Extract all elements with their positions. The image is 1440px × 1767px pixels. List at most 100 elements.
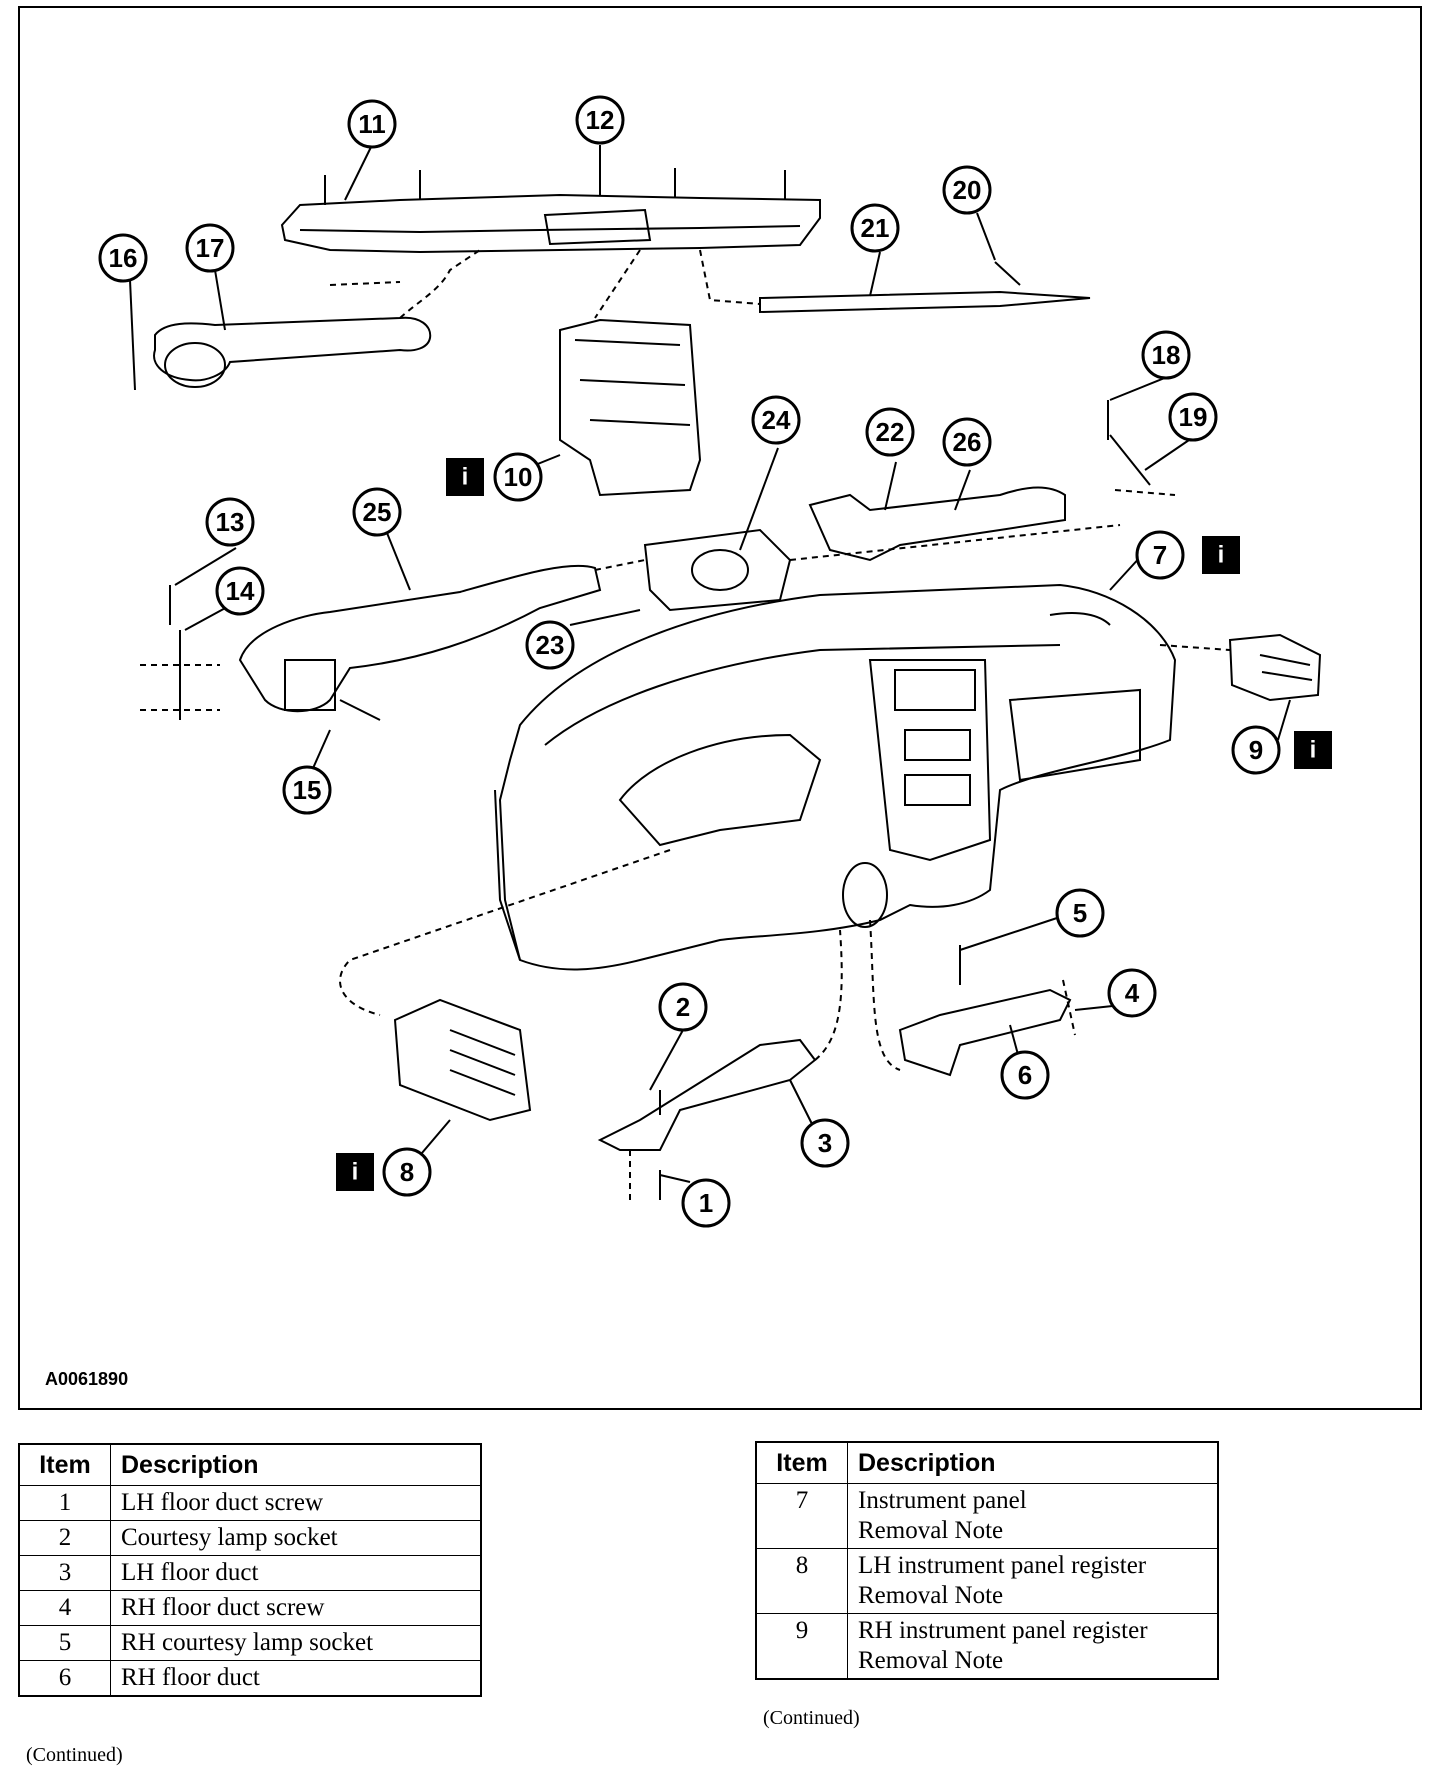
- callout-13-circle: [205, 497, 255, 547]
- continued-note-right: (Continued): [763, 1707, 860, 1729]
- callout-14-label: 14: [226, 576, 255, 606]
- callout-9-circle: [1231, 725, 1281, 775]
- info-icon-8-glyph: i: [352, 1159, 359, 1186]
- table-row: 8 LH instrument panel register Removal N…: [755, 1548, 1219, 1614]
- legend-table-right: Item Description 7 Instrument panel Remo…: [755, 1441, 1219, 1680]
- callout-3-label: 3: [818, 1128, 832, 1158]
- callout-23-label: 23: [536, 630, 565, 660]
- callout-7-label: 7: [1153, 540, 1167, 570]
- header-item: Item: [755, 1441, 848, 1484]
- callout-4-label: 4: [1125, 978, 1140, 1008]
- info-icon-10: [446, 458, 484, 496]
- callout-8-label: 8: [400, 1157, 414, 1187]
- callout-19-label: 19: [1179, 402, 1208, 432]
- callout-10-circle: [493, 452, 543, 502]
- callout-10-label: 10: [504, 462, 533, 492]
- table-row: 9 RH instrument panel register Removal N…: [755, 1613, 1219, 1680]
- removal-note-link[interactable]: Removal Note: [858, 1647, 1004, 1674]
- description-text: LH instrument panel register: [858, 1552, 1147, 1579]
- callout-25-circle: [352, 487, 402, 537]
- center-register-duct-shape: [643, 528, 792, 612]
- lh-register-shape: [393, 998, 532, 1122]
- figure-reference: A0061890: [45, 1369, 128, 1389]
- exploded-view-diagram: [18, 6, 1422, 1410]
- header-item: Item: [18, 1443, 111, 1486]
- description-text: Instrument panel: [858, 1487, 1027, 1514]
- callout-1-label: 1: [699, 1188, 713, 1218]
- cell-item: 4: [18, 1590, 111, 1626]
- callout-12-label: 12: [586, 105, 615, 135]
- cell-description: RH floor duct screw: [110, 1590, 482, 1626]
- callout-8-circle: [382, 1147, 432, 1197]
- callout-11-circle: [347, 99, 397, 149]
- callout-16-label: 16: [109, 243, 138, 273]
- cell-description: Courtesy lamp socket: [110, 1520, 482, 1556]
- callout-12-circle: [575, 95, 625, 145]
- cell-item: 9: [755, 1613, 848, 1680]
- callout-24-circle: [751, 395, 801, 445]
- callout-7-circle: [1135, 530, 1185, 580]
- rh-register-shape: [1228, 633, 1322, 702]
- diagram-drawing: 1 2 3 4 5 6 7 8 9 10 11 12 13 14 15 16 1…: [45, 95, 1332, 1389]
- callout-21-circle: [850, 203, 900, 253]
- callout-15-circle: [282, 765, 332, 815]
- callout-18-label: 18: [1152, 340, 1181, 370]
- callout-17-label: 17: [196, 233, 225, 263]
- callout-13-label: 13: [216, 507, 245, 537]
- cell-item: 6: [18, 1660, 111, 1697]
- info-icon-10-glyph: i: [462, 464, 469, 491]
- callout-6-label: 6: [1018, 1060, 1032, 1090]
- callout-19-circle: [1168, 392, 1218, 442]
- info-icon-8: [336, 1153, 374, 1191]
- cell-item: 7: [755, 1483, 848, 1549]
- instrument-panel-shape: [498, 583, 1177, 971]
- callout-15-label: 15: [293, 775, 322, 805]
- cell-description: RH courtesy lamp socket: [110, 1625, 482, 1661]
- cell-description: LH floor duct screw: [110, 1485, 482, 1521]
- callout-26-label: 26: [953, 427, 982, 457]
- callout-5-label: 5: [1073, 898, 1087, 928]
- info-icon-9: [1294, 731, 1332, 769]
- removal-note-link[interactable]: Removal Note: [858, 1582, 1004, 1609]
- info-icon-9-glyph: i: [1310, 737, 1317, 764]
- callout-26-circle: [942, 417, 992, 467]
- cell-item: 5: [18, 1625, 111, 1661]
- callout-11-label: 11: [358, 109, 386, 139]
- info-icon-7: [1202, 536, 1240, 574]
- callout-22-label: 22: [876, 417, 905, 447]
- cell-description: LH instrument panel register Removal Not…: [847, 1548, 1219, 1614]
- cell-item: 3: [18, 1555, 111, 1591]
- table-header-row: Item Description: [18, 1443, 482, 1486]
- callout-20-label: 20: [953, 175, 982, 205]
- rh-demister-duct-shape: [759, 290, 1091, 314]
- info-icon-7-glyph: i: [1218, 542, 1225, 569]
- callout-2-circle: [658, 982, 708, 1032]
- header-description: Description: [110, 1443, 482, 1486]
- callout-3-circle: [800, 1118, 850, 1168]
- callout-9-label: 9: [1249, 735, 1263, 765]
- callout-25-label: 25: [363, 497, 392, 527]
- removal-note-link[interactable]: Removal Note: [858, 1517, 1004, 1544]
- lh-register-duct-shape: [238, 564, 602, 713]
- callout-16-circle: [98, 233, 148, 283]
- callout-23-circle: [525, 620, 575, 670]
- callout-18-circle: [1141, 330, 1191, 380]
- table-row: 7 Instrument panel Removal Note: [755, 1483, 1219, 1549]
- callout-22-circle: [865, 407, 915, 457]
- callout-21-label: 21: [861, 213, 890, 243]
- description-text: RH instrument panel register: [858, 1617, 1148, 1644]
- cell-description: LH floor duct: [110, 1555, 482, 1591]
- header-description: Description: [847, 1441, 1219, 1484]
- continued-note-left: (Continued): [26, 1744, 123, 1766]
- callout-1-circle: [681, 1178, 731, 1228]
- callout-24-label: 24: [762, 405, 791, 435]
- cell-description: RH instrument panel register Removal Not…: [847, 1613, 1219, 1680]
- callout-17-circle: [185, 223, 235, 273]
- cell-item: 1: [18, 1485, 111, 1521]
- lh-demister-duct-shape: [153, 316, 432, 382]
